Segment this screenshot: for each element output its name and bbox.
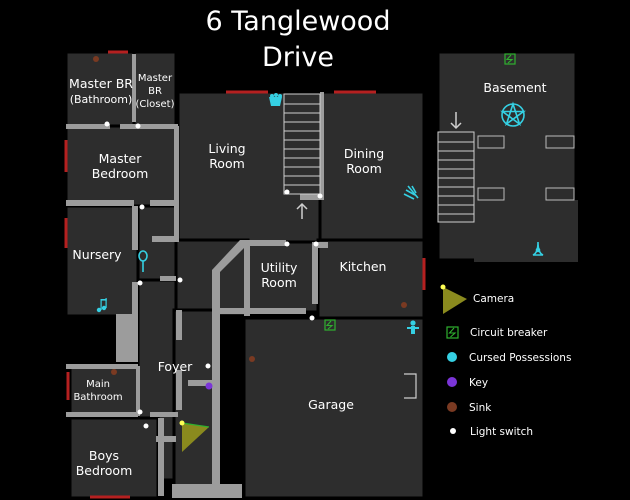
room-label-master-bedroom: Master <box>99 151 143 166</box>
room-label-foyer: Foyer <box>158 359 193 374</box>
room-labels: Master BR (Bathroom) Master BR (Closet) … <box>69 73 547 478</box>
room-label-kitchen: Kitchen <box>340 259 387 274</box>
map-title-line1: 6 Tanglewood <box>206 6 391 37</box>
light-switch-icon <box>177 277 183 283</box>
sink-icon <box>93 56 99 62</box>
room-label-living-room-2: Room <box>209 156 245 171</box>
kitchen <box>316 238 426 320</box>
sink-icon <box>111 369 117 375</box>
room-label-boys-bedroom: Boys <box>89 448 119 463</box>
room-label-nursery: Nursery <box>72 247 122 262</box>
room-label-dining-room: Dining <box>344 146 384 161</box>
room-label-master-bathroom-sub: (Bathroom) <box>70 93 133 106</box>
pentagram-icon <box>500 101 526 127</box>
cursed-possession-icon <box>532 241 544 256</box>
cursed-possession-icon <box>407 320 419 334</box>
camera-icon <box>179 420 210 452</box>
cursed-possession-icon <box>269 93 282 106</box>
legend-sink-label: Sink <box>469 402 492 414</box>
sink-icon <box>249 356 255 362</box>
cursed-possession-icon <box>96 298 107 313</box>
light-switch-icon <box>135 123 141 129</box>
windows <box>64 50 426 499</box>
legend-light-switch-label: Light switch <box>470 426 533 438</box>
light-switch-icon <box>104 121 110 127</box>
legend-camera-label: Camera <box>473 293 514 305</box>
room-label-utility-room-2: Room <box>261 275 297 290</box>
light-switch-icon <box>139 204 145 210</box>
sinks <box>93 56 407 375</box>
room-label-basement: Basement <box>483 80 546 95</box>
light-switch-icon <box>309 315 315 321</box>
circuit-breaker-icon <box>504 53 516 65</box>
legend-cursed-possessions-label: Cursed Possessions <box>469 352 571 364</box>
room-label-master-bathroom: Master BR <box>69 76 133 91</box>
cursed-possession-icon <box>138 250 148 272</box>
garage <box>242 316 426 500</box>
room-label-main-bathroom-2: Bathroom <box>73 392 122 403</box>
legend-light-switch: Light switch <box>450 426 533 438</box>
light-switches <box>104 121 323 429</box>
hall <box>136 204 180 288</box>
sink-icon <box>401 302 407 308</box>
room-label-garage: Garage <box>308 397 354 412</box>
light-switch-icon <box>137 280 143 286</box>
light-switch-icon <box>143 423 149 429</box>
legend-circuit-breaker: Circuit breaker <box>446 326 548 339</box>
light-switch-icon <box>205 363 211 369</box>
light-switch-icon <box>137 409 143 415</box>
room-label-main-bathroom: Main <box>86 379 110 390</box>
room-label-boys-bedroom-2: Bedroom <box>76 463 133 478</box>
walls <box>66 54 328 498</box>
room-label-utility-room: Utility <box>261 260 298 275</box>
main-staircase <box>283 93 321 195</box>
legend-cursed-possessions: Cursed Possessions <box>447 352 571 364</box>
legend-key-label: Key <box>469 377 488 389</box>
circuit-breaker-icon <box>324 319 336 331</box>
room-label-master-bedroom-2: Bedroom <box>92 166 149 181</box>
room-label-dining-room-2: Room <box>346 161 382 176</box>
legend-sink: Sink <box>447 402 492 414</box>
map-title-line2: Drive <box>262 42 334 73</box>
room-label-master-closet: Master <box>138 73 173 84</box>
cursed-possession-icon <box>403 185 419 200</box>
garage-door <box>404 373 417 399</box>
key-icon <box>205 382 213 390</box>
legend-key: Key <box>447 377 488 389</box>
light-switch-icon <box>317 193 323 199</box>
light-switch-icon <box>313 241 319 247</box>
light-switch-icon <box>284 189 290 195</box>
legend-circuit-breaker-label: Circuit breaker <box>470 327 548 339</box>
room-label-living-room: Living <box>208 141 245 156</box>
light-switch-icon <box>284 241 290 247</box>
legend: Camera Circuit breaker Cursed Possession… <box>440 284 571 438</box>
basement <box>436 50 578 262</box>
room-label-master-closet-2: BR <box>148 86 162 97</box>
room-label-master-closet-3: (Closet) <box>136 99 175 110</box>
boys-bedroom <box>68 416 160 500</box>
stairs-arrow-icon <box>450 112 462 130</box>
legend-camera: Camera <box>440 284 514 314</box>
stairs-arrow-icon <box>296 202 308 219</box>
